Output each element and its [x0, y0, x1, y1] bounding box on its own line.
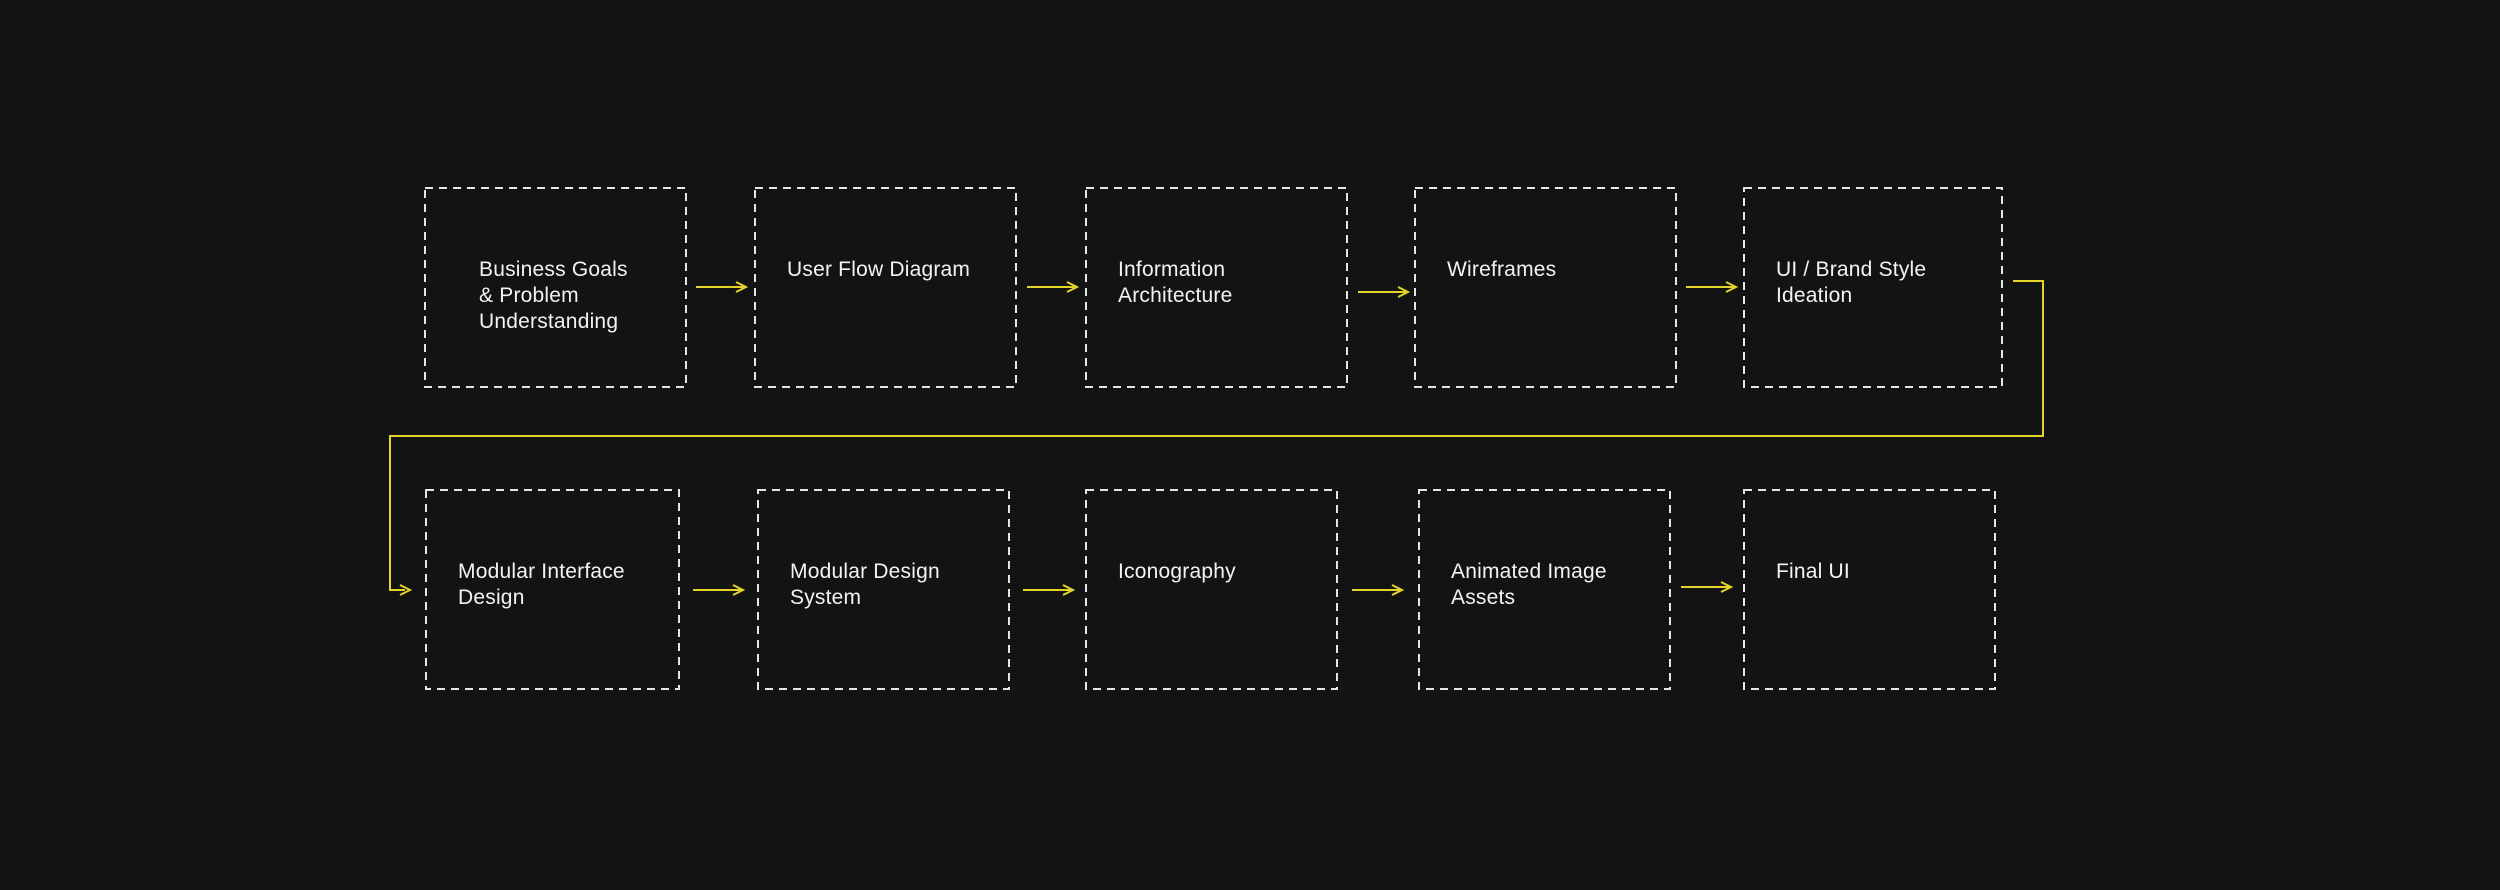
step-user-flow-diagram: User Flow Diagram	[754, 187, 1017, 388]
step-modular-interface-design: Modular Interface Design	[425, 489, 680, 690]
step-ui-brand-style-ideation: UI / Brand Style Ideation	[1743, 187, 2003, 388]
step-label: Iconography	[1118, 560, 1236, 583]
flow-arrow	[1681, 581, 1734, 593]
step-box-border	[1743, 489, 1996, 690]
step-label: Animated Image Assets	[1451, 560, 1607, 609]
flow-arrow	[1358, 286, 1411, 298]
step-box-border	[1743, 187, 2003, 388]
step-box-border	[425, 489, 680, 690]
step-information-architecture: Information Architecture	[1085, 187, 1348, 388]
step-box-border	[1414, 187, 1677, 388]
step-business-goals: Business Goals & Problem Understanding	[424, 187, 687, 388]
flow-arrow	[1686, 281, 1739, 293]
step-label: Business Goals & Problem Understanding	[479, 258, 628, 333]
step-box-border	[1418, 489, 1671, 690]
step-label: Modular Interface Design	[458, 560, 625, 609]
step-modular-design-system: Modular Design System	[757, 489, 1010, 690]
flow-arrow	[696, 281, 749, 293]
step-iconography: Iconography	[1085, 489, 1338, 690]
flow-arrow	[1352, 584, 1405, 596]
step-label: Wireframes	[1447, 258, 1557, 281]
step-wireframes: Wireframes	[1414, 187, 1677, 388]
step-box-border	[1085, 489, 1338, 690]
flow-arrow	[693, 584, 746, 596]
flow-arrow	[1023, 584, 1076, 596]
step-box-border	[424, 187, 687, 388]
step-label: Modular Design System	[790, 560, 940, 609]
step-final-ui: Final UI	[1743, 489, 1996, 690]
step-box-border	[1085, 187, 1348, 388]
step-label: UI / Brand Style Ideation	[1776, 258, 1927, 307]
step-label: User Flow Diagram	[787, 258, 971, 281]
step-box-border	[757, 489, 1010, 690]
step-animated-image-assets: Animated Image Assets	[1418, 489, 1671, 690]
step-label: Information Architecture	[1118, 258, 1233, 307]
row-wrap-arrowhead	[399, 584, 413, 596]
flow-arrow	[1027, 281, 1080, 293]
step-box-border	[754, 187, 1017, 388]
step-label: Final UI	[1776, 560, 1850, 583]
